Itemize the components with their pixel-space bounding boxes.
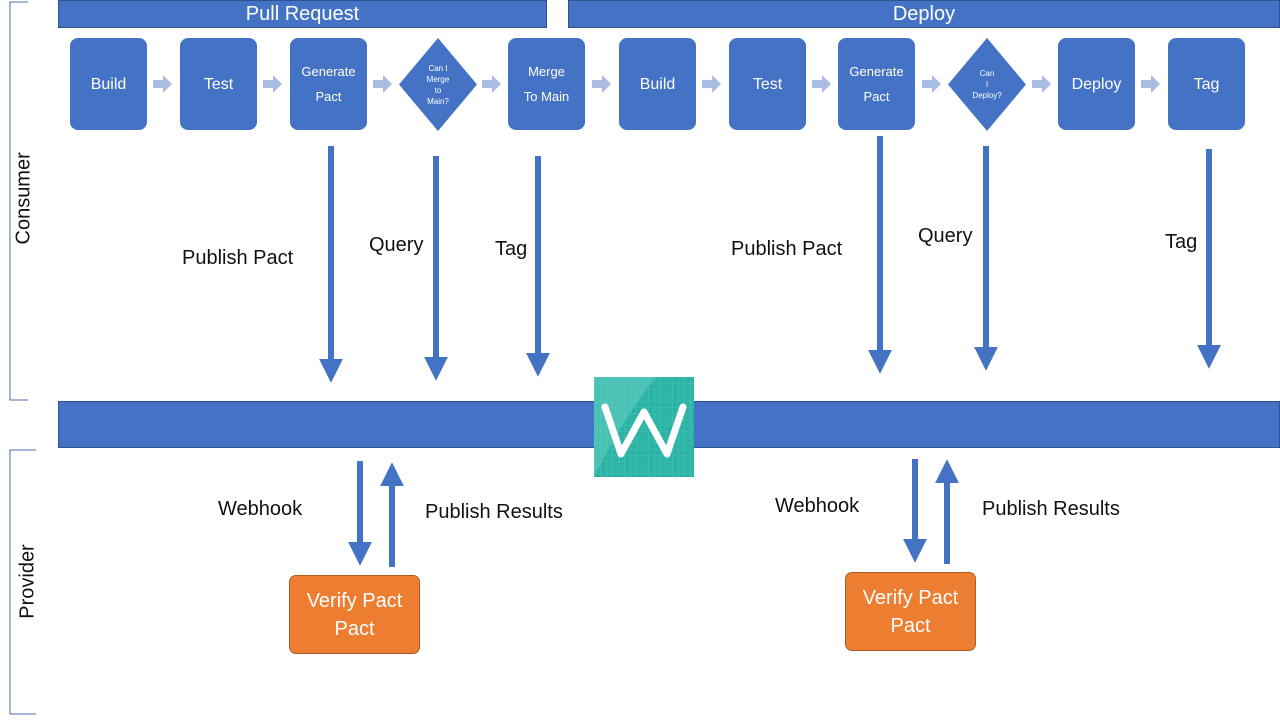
pact-broker-logo-icon [594, 377, 694, 477]
left-webhook-label: Webhook [218, 498, 303, 520]
deploy-stage-header: Deploy [568, 0, 1280, 28]
consumer-brace [9, 1, 28, 401]
pr-generate-pact-step: Generate Pact [290, 38, 367, 130]
decision-diamond-shape [948, 38, 1026, 131]
can-i-merge-decision: Can I Merge to Main? [399, 38, 477, 131]
chevron-right-icon [373, 75, 392, 93]
deploy-generate-pact-step: Generate Pact [838, 38, 915, 130]
merge-to-main-step: Merge To Main [508, 38, 585, 130]
pr-build-step: Build [70, 38, 147, 130]
decision-diamond-shape [399, 38, 477, 131]
deploy-test-step: Test [729, 38, 806, 130]
left-verify-pact-box: Verify Pact Pact [289, 575, 420, 654]
pull-request-stage-header: Pull Request [58, 0, 547, 28]
deploy-publish-pact-label: Publish Pact [731, 238, 843, 260]
right-publish-results-label: Publish Results [982, 498, 1120, 520]
chevron-right-icon [482, 75, 501, 93]
chevron-right-icon [702, 75, 721, 93]
provider-brace [9, 449, 36, 715]
can-i-deploy-label: Can I Deploy? [972, 69, 1002, 100]
chevron-right-icon [263, 75, 282, 93]
chevron-right-icon [153, 75, 172, 93]
left-publish-results-label: Publish Results [425, 501, 563, 523]
chevron-right-icon [812, 75, 831, 93]
can-i-merge-label: Can I Merge to Main? [426, 63, 450, 106]
deploy-step: Deploy [1058, 38, 1135, 130]
chevron-right-icon [922, 75, 941, 93]
pr-test-step: Test [180, 38, 257, 130]
deploy-tag-label: Tag [1165, 231, 1198, 253]
tag-step: Tag [1168, 38, 1245, 130]
chevron-right-icon [592, 75, 611, 93]
chevron-right-icon [1141, 75, 1160, 93]
pr-publish-pact-label: Publish Pact [182, 247, 294, 269]
deploy-query-label: Query [918, 225, 973, 247]
chevron-right-icon [1032, 75, 1051, 93]
right-webhook-label: Webhook [775, 495, 860, 517]
deploy-build-step: Build [619, 38, 696, 130]
right-verify-pact-box: Verify Pact Pact [845, 572, 976, 651]
pr-query-label: Query [369, 234, 424, 256]
pr-tag-label: Tag [495, 238, 528, 260]
can-i-deploy-decision: Can I Deploy? [948, 38, 1026, 131]
